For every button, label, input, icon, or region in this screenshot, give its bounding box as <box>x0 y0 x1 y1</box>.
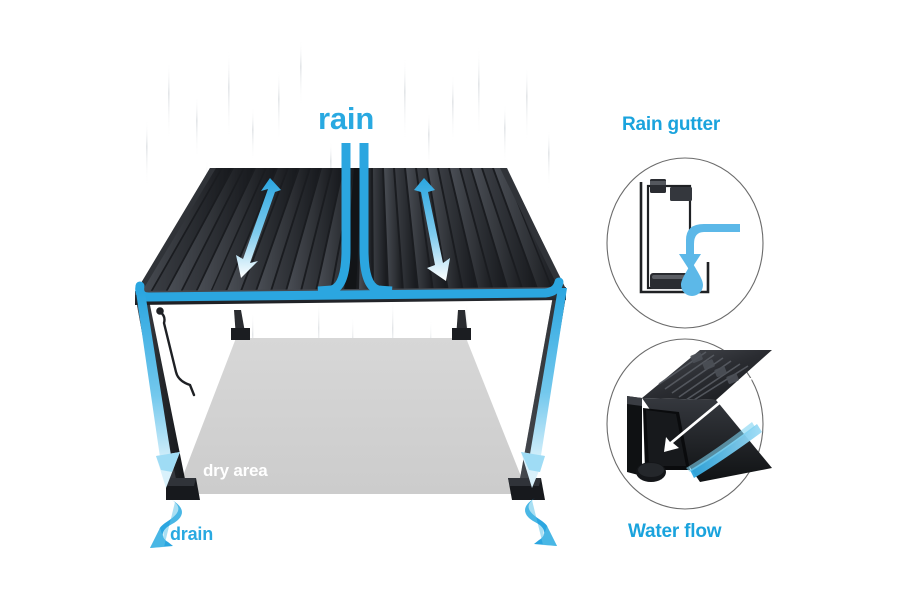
water-flow-detail[interactable] <box>606 338 772 510</box>
drain-squiggle-left-icon <box>150 500 182 548</box>
rain-downspout-stub <box>341 143 369 170</box>
gutter-bottom-fitting-hi <box>652 275 686 279</box>
water-droplet-icon <box>681 262 703 296</box>
roof-side-trim <box>135 168 566 293</box>
right-post-water-flow <box>521 288 567 488</box>
crank-handle-icon <box>156 307 196 397</box>
gutter-water-path <box>143 288 550 302</box>
beam-flow-arrow-icon <box>664 378 752 452</box>
gutter-outlet-arrow-icon <box>679 224 740 271</box>
roof-flow-arrow-right <box>414 178 450 281</box>
gutter-top-cap <box>670 187 692 201</box>
gutter-post-body <box>646 184 692 290</box>
label-water-flow: Water flow <box>628 521 722 542</box>
rain-gutter-detail[interactable] <box>606 157 764 329</box>
label-drain: drain <box>170 524 214 544</box>
rain-downspout-icon <box>317 143 393 296</box>
label-rain: rain <box>318 101 375 136</box>
left-post-water-flow <box>136 292 180 488</box>
rear-posts <box>231 310 471 340</box>
drain-squiggle-right-icon <box>525 498 557 546</box>
label-dry-area: dry area <box>203 461 268 480</box>
gutter-top-fitting-hi <box>650 181 666 185</box>
beam-water-line <box>690 424 762 478</box>
dry-area-shape <box>176 338 528 494</box>
label-rain-gutter: Rain gutter <box>622 114 721 135</box>
gutter-post-outline <box>639 182 710 294</box>
roof-flow-arrow-left <box>236 178 281 278</box>
